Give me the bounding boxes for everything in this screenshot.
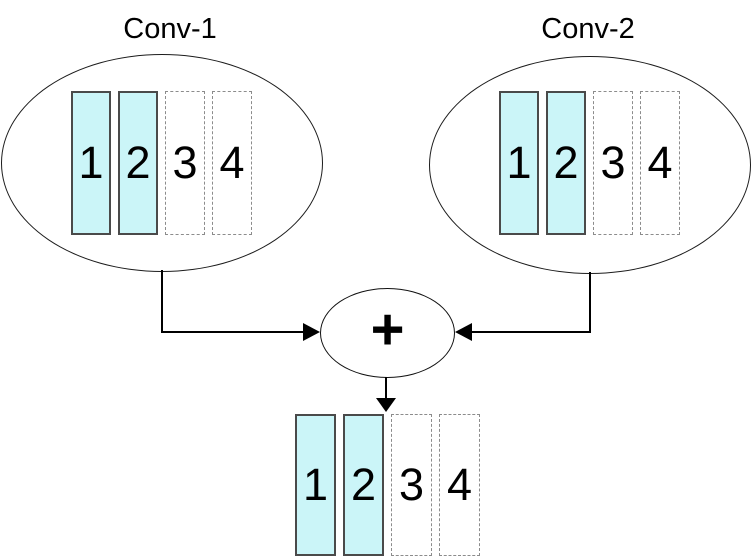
conv1-bars: 1 2 3 4	[71, 91, 252, 235]
sum-output-line	[385, 377, 387, 399]
conv1-bar-1: 1	[71, 91, 111, 235]
conv1-bar-1-label: 1	[78, 137, 104, 188]
conv2-bar-4-label: 4	[647, 137, 673, 188]
conv1-bar-3: 3	[165, 91, 205, 235]
conv1-bar-4-label: 4	[219, 137, 245, 188]
result-bar-2: 2	[343, 414, 384, 556]
conv1-title: Conv-1	[123, 13, 217, 45]
conv1-bar-2-label: 2	[125, 137, 151, 188]
conv1-bar-3-label: 3	[172, 137, 198, 188]
result-bar-3-label: 3	[398, 459, 425, 510]
conv2-bar-3-label: 3	[600, 137, 626, 188]
sum-ellipse: +	[320, 288, 455, 378]
conv2-bar-2-label: 2	[553, 137, 579, 188]
result-bar-1-label: 1	[302, 459, 329, 510]
conv2-ellipse	[429, 56, 751, 274]
conv1-connector-horizontal-line	[161, 331, 304, 333]
conv2-connector-vertical-line	[589, 272, 591, 333]
arrow-down-icon	[376, 398, 396, 412]
conv2-bar-2: 2	[546, 91, 586, 235]
conv2-bar-4: 4	[640, 91, 680, 235]
result-bar-4: 4	[439, 414, 480, 556]
conv1-bar-2: 2	[118, 91, 158, 235]
conv1-bar-4: 4	[212, 91, 252, 235]
conv2-bar-1-label: 1	[506, 137, 532, 188]
arrow-left-icon	[455, 323, 472, 341]
result-bars: 1 2 3 4	[295, 414, 480, 556]
result-bar-1: 1	[295, 414, 336, 556]
result-bar-2-label: 2	[350, 459, 377, 510]
conv2-title: Conv-2	[541, 13, 635, 45]
conv1-ellipse	[1, 54, 323, 272]
result-bar-3: 3	[391, 414, 432, 556]
result-bar-4-label: 4	[446, 459, 473, 510]
conv2-bar-3: 3	[593, 91, 633, 235]
conv2-bar-1: 1	[499, 91, 539, 235]
plus-label: +	[370, 297, 405, 362]
conv2-connector-horizontal-line	[472, 331, 591, 333]
conv2-bars: 1 2 3 4	[499, 91, 680, 235]
conv1-connector-vertical-line	[161, 270, 163, 333]
arrow-right-icon	[303, 323, 320, 341]
